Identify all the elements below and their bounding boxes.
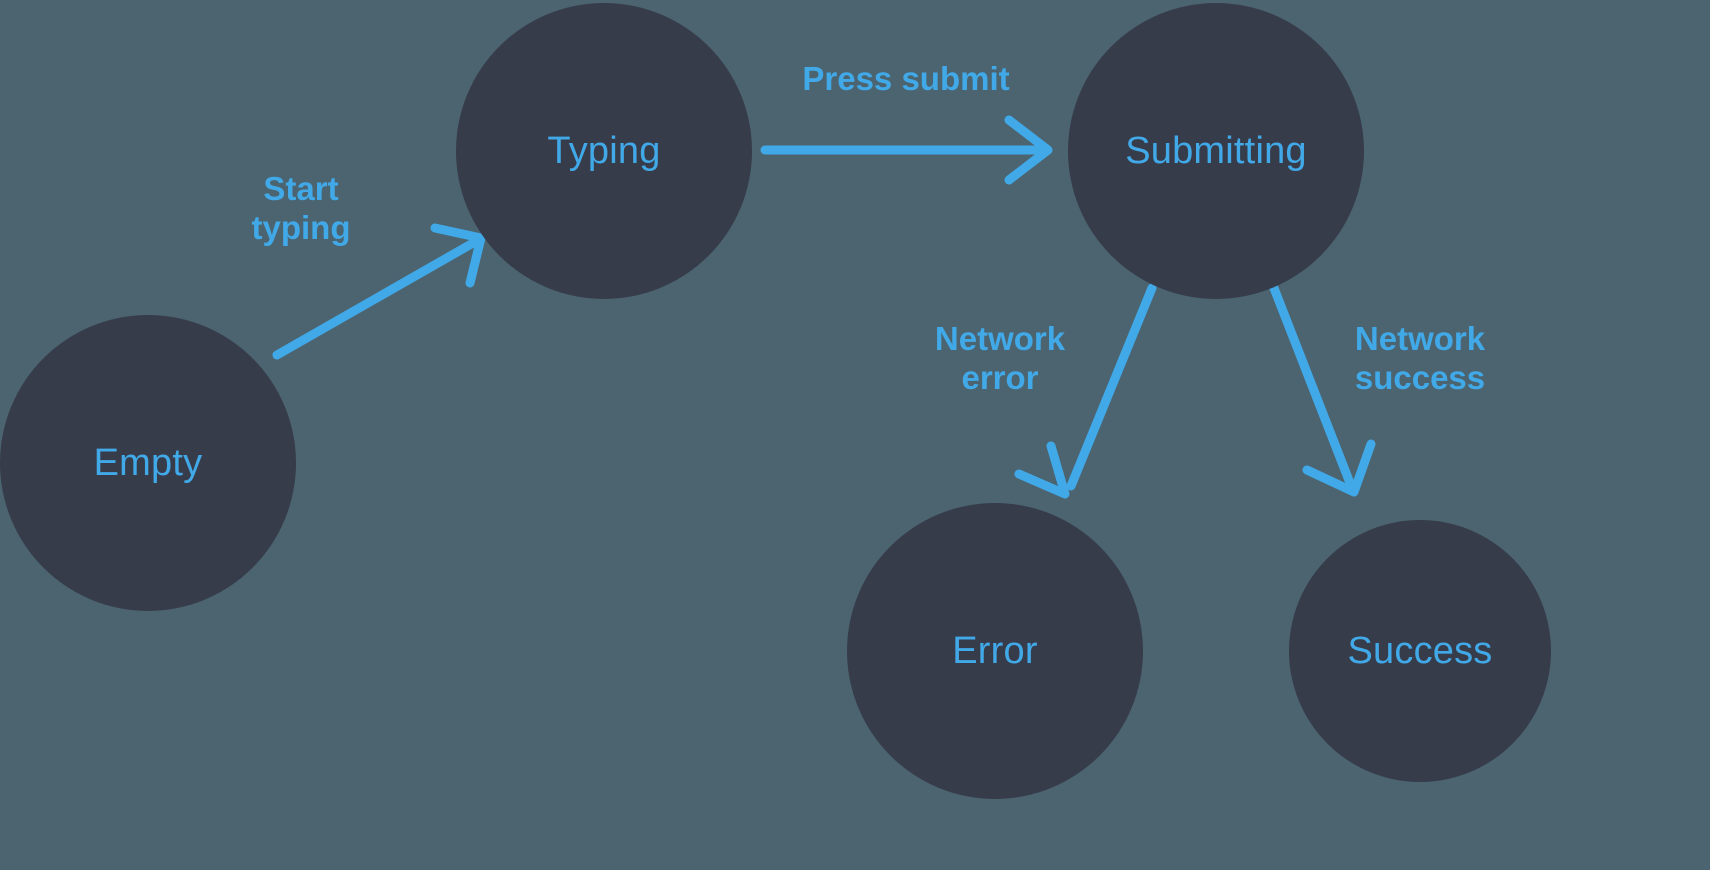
state-node-submitting[interactable]: Submitting <box>1068 3 1364 299</box>
state-node-typing-label: Typing <box>547 130 661 172</box>
state-node-error[interactable]: Error <box>847 503 1143 799</box>
transition-label-start-typing: Start typing <box>251 170 351 246</box>
state-node-empty[interactable]: Empty <box>0 315 296 611</box>
transition-arrow-network-success <box>1267 278 1376 497</box>
state-node-success-label: Success <box>1347 630 1493 672</box>
transition-label-network-error: Network error <box>934 320 1066 396</box>
state-node-typing[interactable]: Typing <box>456 3 752 299</box>
arrow-head <box>1014 441 1070 499</box>
arrow-shaft <box>1066 283 1157 491</box>
state-node-error-label: Error <box>952 630 1038 672</box>
transition-label-press-submit: Press submit <box>802 60 1010 97</box>
state-node-submitting-label: Submitting <box>1125 130 1307 172</box>
arrow-head <box>1004 115 1053 185</box>
arrow-head <box>1302 439 1376 497</box>
transition-arrow-press-submit <box>760 115 1053 185</box>
arrow-head <box>430 223 486 288</box>
state-node-empty-label: Empty <box>93 442 203 484</box>
arrow-shaft <box>1267 278 1355 488</box>
arrow-shaft <box>272 238 478 360</box>
transition-arrow-start-typing <box>272 223 486 360</box>
state-node-success[interactable]: Success <box>1289 520 1551 782</box>
transition-label-network-success: Network success <box>1354 320 1486 396</box>
transition-arrow-network-error <box>1014 283 1157 499</box>
